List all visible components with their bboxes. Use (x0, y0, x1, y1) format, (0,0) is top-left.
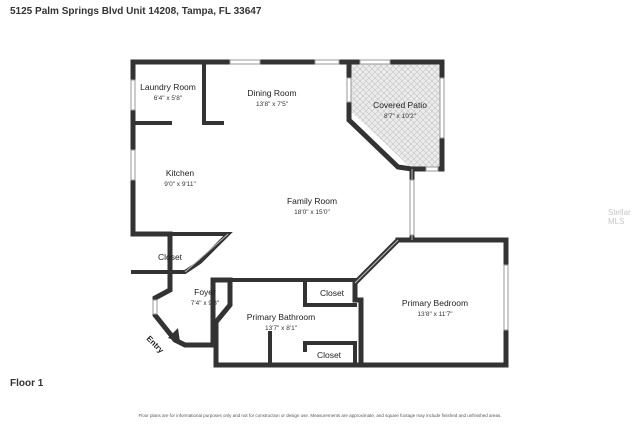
floor-label: Floor 1 (10, 378, 44, 389)
room-name-patio: Covered Patio (373, 100, 427, 110)
entry-door (152, 299, 158, 315)
listing-address: 5125 Palm Springs Blvd Unit 14208, Tampa… (10, 6, 262, 17)
laundry-wall (202, 60, 224, 125)
room-dims-kitchen: 9'0" x 9'11" (164, 181, 196, 188)
window (130, 79, 136, 111)
room-name-closet-bath-top: Closet (320, 288, 345, 298)
entry-arrow-icon (168, 328, 180, 342)
bath-closet-top (303, 278, 357, 307)
room-dims-bedroom: 13'8" x 11'7" (417, 311, 453, 318)
room-name-foyer: Foyer (194, 287, 216, 297)
window (130, 149, 136, 181)
room-dims-family: 18'0" x 15'0" (294, 209, 330, 216)
room-name-kitchen: Kitchen (166, 168, 195, 178)
room-name-bedroom: Primary Bedroom (402, 298, 468, 308)
window (359, 59, 391, 65)
room-name-closet-left: Closet (158, 252, 183, 262)
room-dims-foyer: 7'4" x 9'8" (191, 300, 220, 307)
bath-closet-bottom (303, 341, 357, 367)
window (425, 166, 439, 172)
room-name-bath: Primary Bathroom (247, 312, 316, 322)
window (314, 59, 340, 65)
room-dims-laundry: 6'4" x 5'8" (154, 95, 183, 102)
closet-wall (131, 232, 233, 274)
watermark: Stellar MLS (608, 208, 631, 226)
window (439, 77, 445, 139)
room-name-closet-bath-bottom: Closet (317, 350, 342, 360)
room-name-laundry: Laundry Room (140, 82, 196, 92)
room-name-dining: Dining Room (247, 88, 296, 98)
disclaimer: Floor plans are for informational purpos… (138, 413, 502, 418)
window (409, 179, 415, 236)
room-name-family: Family Room (287, 196, 337, 206)
room-dims-patio: 8'7" x 10'2" (384, 113, 417, 120)
window (229, 59, 261, 65)
entry-label: Entry (145, 334, 166, 355)
patio-floor (349, 62, 442, 169)
room-dims-bath: 13'7" x 8'1" (265, 325, 298, 332)
window (346, 77, 352, 103)
room-dims-dining: 13'8" x 7'5" (256, 101, 289, 108)
window (503, 264, 509, 331)
